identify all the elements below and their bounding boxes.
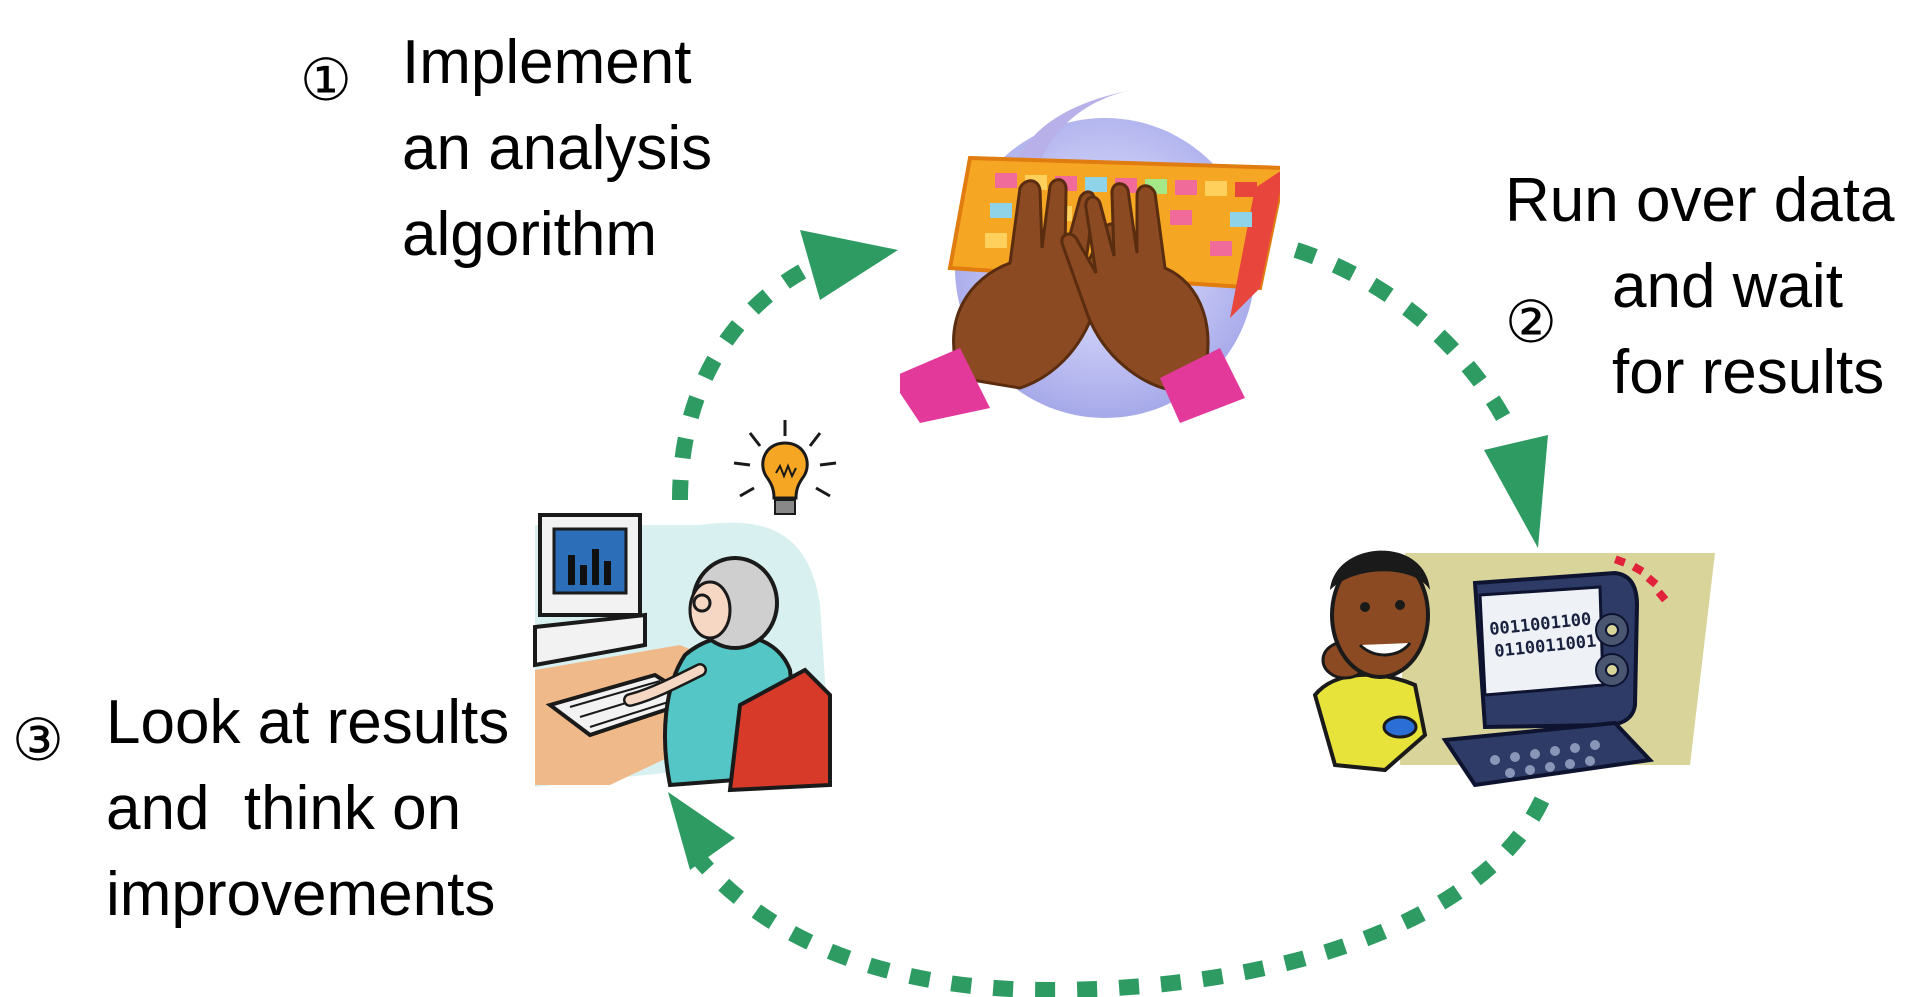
left-sleeve: [900, 348, 990, 423]
step-2-label: and wait for results: [1612, 244, 1884, 416]
bulb-glass: [761, 441, 809, 500]
lightbulb-icon: [733, 420, 837, 515]
person-eye-left: [1360, 602, 1370, 612]
person-collar: [1382, 715, 1418, 739]
arrow-path-2-to-3: [693, 796, 1550, 997]
computer-case: [533, 612, 647, 668]
signal-dashes: [1613, 555, 1669, 603]
step-2-line-2: and wait: [1612, 252, 1843, 321]
step-1-number: ①: [300, 46, 352, 114]
step-3-line-1: Look at results: [106, 688, 510, 757]
right-hand: [1060, 182, 1210, 392]
light-rays: [733, 420, 837, 498]
right-sleeve: [1160, 348, 1245, 423]
step-1-line-2: an analysis: [402, 114, 713, 183]
step-3-label: Look at results and think on improvement…: [106, 680, 509, 938]
step-3-number: ③: [12, 706, 64, 774]
step-3-line-2: and think on: [106, 774, 462, 843]
monitor-screen: [1478, 585, 1605, 697]
arrowhead-to-step-2: [1484, 435, 1548, 548]
step-2-label-first-line: Run over data: [1505, 166, 1895, 235]
person-thinking-at-computer-icon: [533, 513, 832, 793]
chair: [727, 667, 832, 793]
person-hair: [1330, 550, 1430, 590]
step-1-line-1: Implement: [402, 28, 692, 97]
keyboard-edge: [1230, 171, 1280, 318]
keyboard-base: [1441, 720, 1655, 788]
arrowhead-to-step-1: [800, 230, 898, 300]
bulb-base: [774, 499, 796, 515]
person-waiting-at-computer-icon: 0011001100 0110011001: [1312, 550, 1715, 788]
arrow-path-1-to-2: [1293, 242, 1518, 434]
step-1-label: Implement an analysis algorithm: [402, 20, 712, 278]
keyboard-keys: [1490, 740, 1600, 778]
arrowhead-to-step-3: [668, 792, 735, 870]
person-arm-fill: [625, 665, 705, 705]
arrow-path-3-to-1: [672, 254, 824, 501]
hands-on-keyboard-icon: [900, 88, 1280, 423]
step-2-line-3: for results: [1612, 338, 1885, 407]
monitor-screen: [552, 527, 628, 595]
bar-chart-icon: [568, 549, 611, 585]
step-1-line-3: algorithm: [402, 200, 657, 269]
person-smile: [1358, 642, 1412, 657]
gear-icons: [1595, 613, 1629, 687]
person-glasses: [692, 593, 712, 613]
step-3-line-3: improvements: [106, 860, 496, 929]
step-2-number: ②: [1505, 288, 1557, 356]
person-eye-right: [1395, 600, 1405, 610]
bulb-filament: [775, 463, 797, 479]
